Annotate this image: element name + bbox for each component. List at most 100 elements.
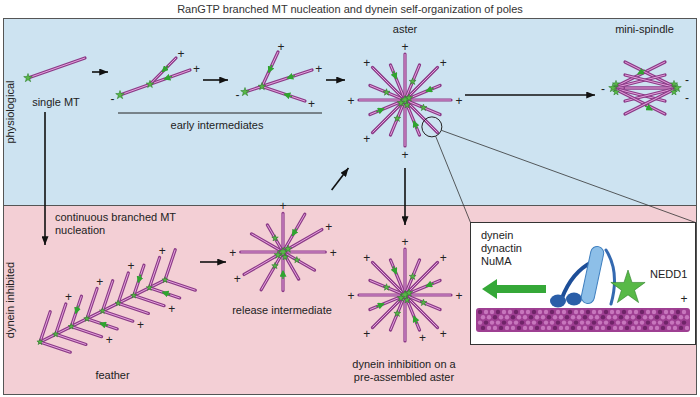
microtubule-lumen <box>359 295 401 296</box>
tubulin-subunit <box>547 315 551 319</box>
microtubule <box>134 265 144 295</box>
microtubule-lumen <box>286 230 321 250</box>
dynein-arrow <box>293 229 297 236</box>
stage-caption: aster <box>390 23 420 36</box>
dynein-arrow <box>376 304 383 307</box>
nedd1-star <box>24 74 33 82</box>
polarity-sign: + <box>315 62 322 76</box>
stage-caption: release intermediate <box>229 304 335 317</box>
tubulin-subunit <box>652 320 656 324</box>
tubulin-subunit <box>520 310 524 314</box>
polarity-sign: + <box>363 56 370 70</box>
tubulin-subunit <box>523 315 527 319</box>
tubulin-subunit <box>550 320 554 324</box>
polarity-sign: + <box>106 333 113 347</box>
nedd1-star <box>409 273 416 280</box>
microtubule-wall <box>286 230 321 250</box>
tubulin-subunit <box>517 326 521 330</box>
tubulin-subunit <box>667 326 671 330</box>
microtubule-wall <box>150 58 176 84</box>
microtubule-wall <box>625 88 677 114</box>
microtubule-lumen <box>120 70 190 95</box>
polarity-sign: + <box>168 302 175 316</box>
nedd1-star <box>115 300 121 306</box>
polarity-sign: + <box>330 246 337 260</box>
tubulin-subunit <box>529 315 533 319</box>
microtubule-wall <box>245 70 312 92</box>
microtubule-wall <box>118 273 128 303</box>
tubulin-subunit <box>598 320 602 324</box>
tubulin-subunit <box>556 320 560 324</box>
dynein-arrow <box>376 109 383 112</box>
microtubule-lumen <box>118 273 128 303</box>
polarity-sign: + <box>234 272 241 286</box>
sign-anchor: + <box>96 272 103 290</box>
tubulin-subunit <box>601 315 605 319</box>
tubulin-subunit <box>613 326 617 330</box>
microtubule-wall <box>287 250 325 253</box>
tubulin-subunit <box>679 315 683 319</box>
microtubule-lumen <box>149 288 179 298</box>
tubulin-subunit <box>589 315 593 319</box>
microtubule-wall <box>625 75 677 88</box>
dynein-arrow <box>164 76 172 79</box>
microtubule-lumen <box>407 104 420 135</box>
microtubule-lumen <box>390 65 403 96</box>
microtubule <box>149 257 159 287</box>
microtubule-wall <box>165 280 195 290</box>
tubulin-subunit <box>664 310 668 314</box>
microtubule-wall <box>262 87 305 102</box>
microtubule <box>56 304 66 334</box>
polarity-sign: + <box>277 40 284 54</box>
tubulin-subunit <box>670 320 674 324</box>
microtubule-lumen <box>56 334 86 344</box>
dynein-arrow <box>393 71 396 78</box>
sign-anchor: + <box>325 217 332 235</box>
tubulin-subunit <box>565 315 569 319</box>
tubulin-subunit <box>643 326 647 330</box>
sign-anchor: + <box>363 248 370 266</box>
nedd1-star <box>284 245 292 252</box>
inset-label: NEDD1 <box>650 268 700 281</box>
sign-anchor: + <box>65 287 72 305</box>
tubulin-subunit <box>505 326 509 330</box>
tubulin-subunit <box>586 320 590 324</box>
polarity-sign: + <box>419 331 426 345</box>
tubulin-subunit <box>541 326 545 330</box>
stage-caption: feather <box>92 369 132 382</box>
dynein-arrow <box>269 65 272 72</box>
polarity-sign: + <box>279 199 286 213</box>
sign-anchor: - <box>685 88 689 106</box>
sign-anchor: + <box>440 53 447 71</box>
microtubule <box>40 342 70 352</box>
nedd1-star <box>405 94 413 101</box>
tubulin-subunit <box>610 310 614 314</box>
sign-anchor: + <box>315 59 322 77</box>
microtubule-wall <box>40 312 50 342</box>
microtubule-wall <box>134 265 144 295</box>
microtubule-lumen <box>405 54 406 96</box>
tubulin-subunit <box>538 310 542 314</box>
tubulin-subunit <box>631 315 635 319</box>
nedd1-star <box>272 235 278 241</box>
microtubule-lumen <box>625 75 677 88</box>
tubulin-subunit <box>517 315 521 319</box>
sign-anchor: - <box>110 89 114 107</box>
microtubule <box>370 297 401 310</box>
dynein-arrow <box>138 275 141 283</box>
microtubule <box>103 311 133 321</box>
microtubule-wall <box>118 303 148 313</box>
microtubule-lattice <box>476 308 690 332</box>
tubulin-subunit <box>571 315 575 319</box>
polarity-sign: + <box>193 62 200 76</box>
sign-anchor: + <box>106 330 113 348</box>
sign-anchor: + <box>137 315 144 333</box>
dynein-arrow <box>414 316 417 323</box>
microtubule-wall <box>87 319 117 329</box>
microtubule-lumen <box>359 100 401 101</box>
nedd1-star <box>146 80 154 87</box>
stage-arrow <box>326 79 345 81</box>
nedd1-star <box>162 277 168 283</box>
dynein-arrow <box>645 106 652 110</box>
tubulin-subunit <box>685 315 689 319</box>
